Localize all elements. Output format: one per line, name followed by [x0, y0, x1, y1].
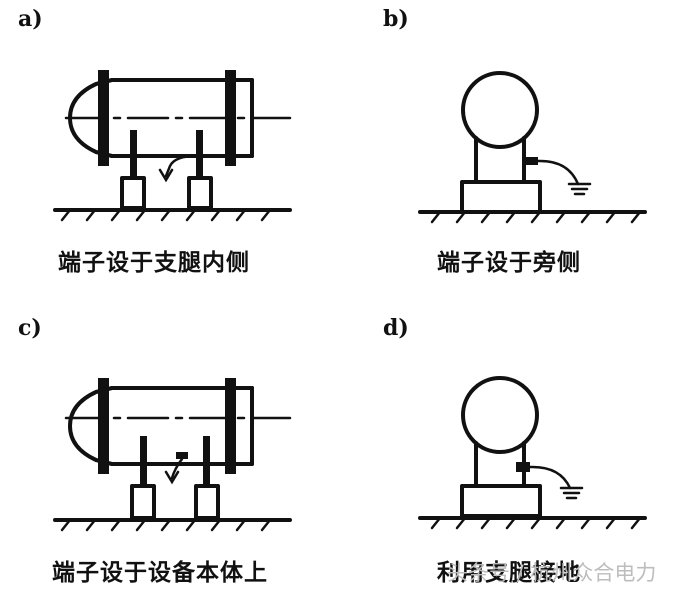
leg-a-left-base	[120, 176, 146, 210]
ground-symbol-d	[559, 486, 584, 500]
panel-d-caption: 利用支腿接地	[437, 560, 581, 586]
panel-b-letter: b)	[383, 6, 409, 32]
ground-lead-c	[170, 457, 184, 480]
panel-b-caption: 端子设于旁侧	[437, 250, 581, 276]
panel-c-letter: c)	[18, 315, 42, 341]
panel-a-letter: a)	[18, 6, 43, 32]
terminal-b	[524, 157, 538, 165]
ground-hatch-a	[60, 208, 272, 222]
tank-c-left-head	[68, 386, 114, 466]
panel-a-caption: 端子设于支腿内侧	[58, 250, 250, 276]
panel-c-drawing	[53, 378, 292, 532]
panel-c-caption: 端子设于设备本体上	[52, 560, 268, 586]
ground-lead-a-arrow	[158, 168, 174, 183]
tank-c-flange-left	[98, 378, 109, 474]
leg-a-right-base	[187, 176, 213, 210]
ground-lead-b	[536, 159, 580, 186]
leg-a-left-post	[130, 130, 137, 178]
vessel-b-circle	[461, 71, 539, 149]
terminal-c	[176, 452, 188, 459]
vessel-d-circle	[461, 376, 539, 454]
terminal-d	[516, 462, 530, 472]
panel-d-letter: d)	[383, 315, 409, 341]
panel-b-drawing	[418, 71, 647, 224]
leg-c-right-base	[194, 484, 220, 520]
ground-hatch-c	[60, 518, 272, 532]
ground-lead-a	[164, 154, 198, 178]
ground-symbol-b	[567, 182, 592, 196]
leg-c-right-post	[203, 436, 210, 486]
ground-hatch-d	[430, 516, 642, 530]
leg-a-right-post	[196, 130, 203, 178]
ground-hatch-b	[430, 210, 642, 224]
leg-c-left-post	[140, 436, 147, 486]
panel-d-drawing	[418, 376, 647, 530]
vessel-b-base	[460, 180, 542, 214]
ground-lead-c-arrow	[164, 470, 180, 485]
panel-a-drawing	[53, 70, 292, 222]
ground-lead-d	[528, 465, 572, 490]
leg-c-left-base	[130, 484, 156, 520]
watermark-text: 头条号 / 杭州众合电力	[447, 561, 657, 585]
tank-c-flange-right	[225, 378, 236, 474]
vessel-d-base	[460, 484, 542, 518]
